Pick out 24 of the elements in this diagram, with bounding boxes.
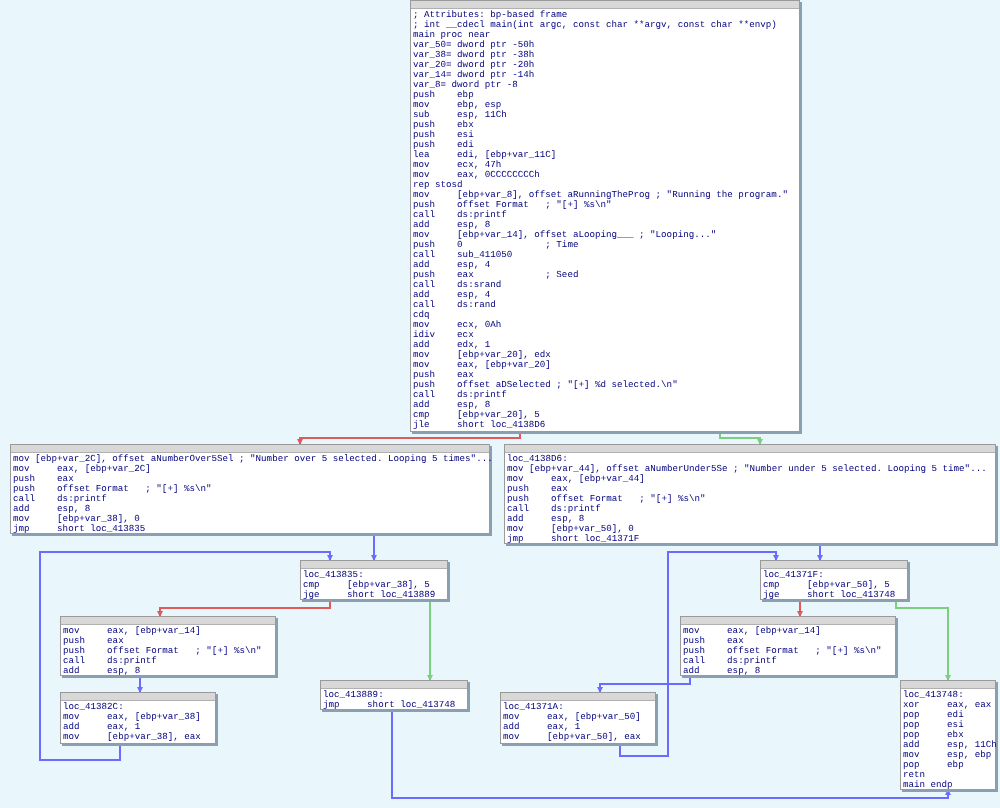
code-block: [760, 560, 908, 600]
code-block: [680, 616, 896, 676]
code-block: [300, 560, 448, 600]
code-block: [60, 616, 276, 676]
arrow: [39, 551, 333, 761]
code-block: [410, 0, 800, 432]
arrow: [797, 599, 803, 617]
arrow: [371, 533, 377, 561]
arrow: [137, 675, 143, 693]
code-block: [500, 692, 656, 744]
arrow: [597, 675, 691, 693]
arrow: [895, 599, 951, 681]
arrow: [719, 431, 763, 445]
arrow: [427, 599, 433, 681]
code-block: [900, 680, 996, 790]
code-block: [10, 444, 490, 534]
arrow: [157, 599, 331, 617]
arrow: [619, 551, 779, 757]
code-block: [504, 444, 996, 544]
arrow: [817, 543, 823, 561]
code-block: [60, 692, 216, 744]
arrow: [391, 709, 951, 799]
arrow: [297, 431, 521, 445]
code-block: [320, 680, 468, 710]
